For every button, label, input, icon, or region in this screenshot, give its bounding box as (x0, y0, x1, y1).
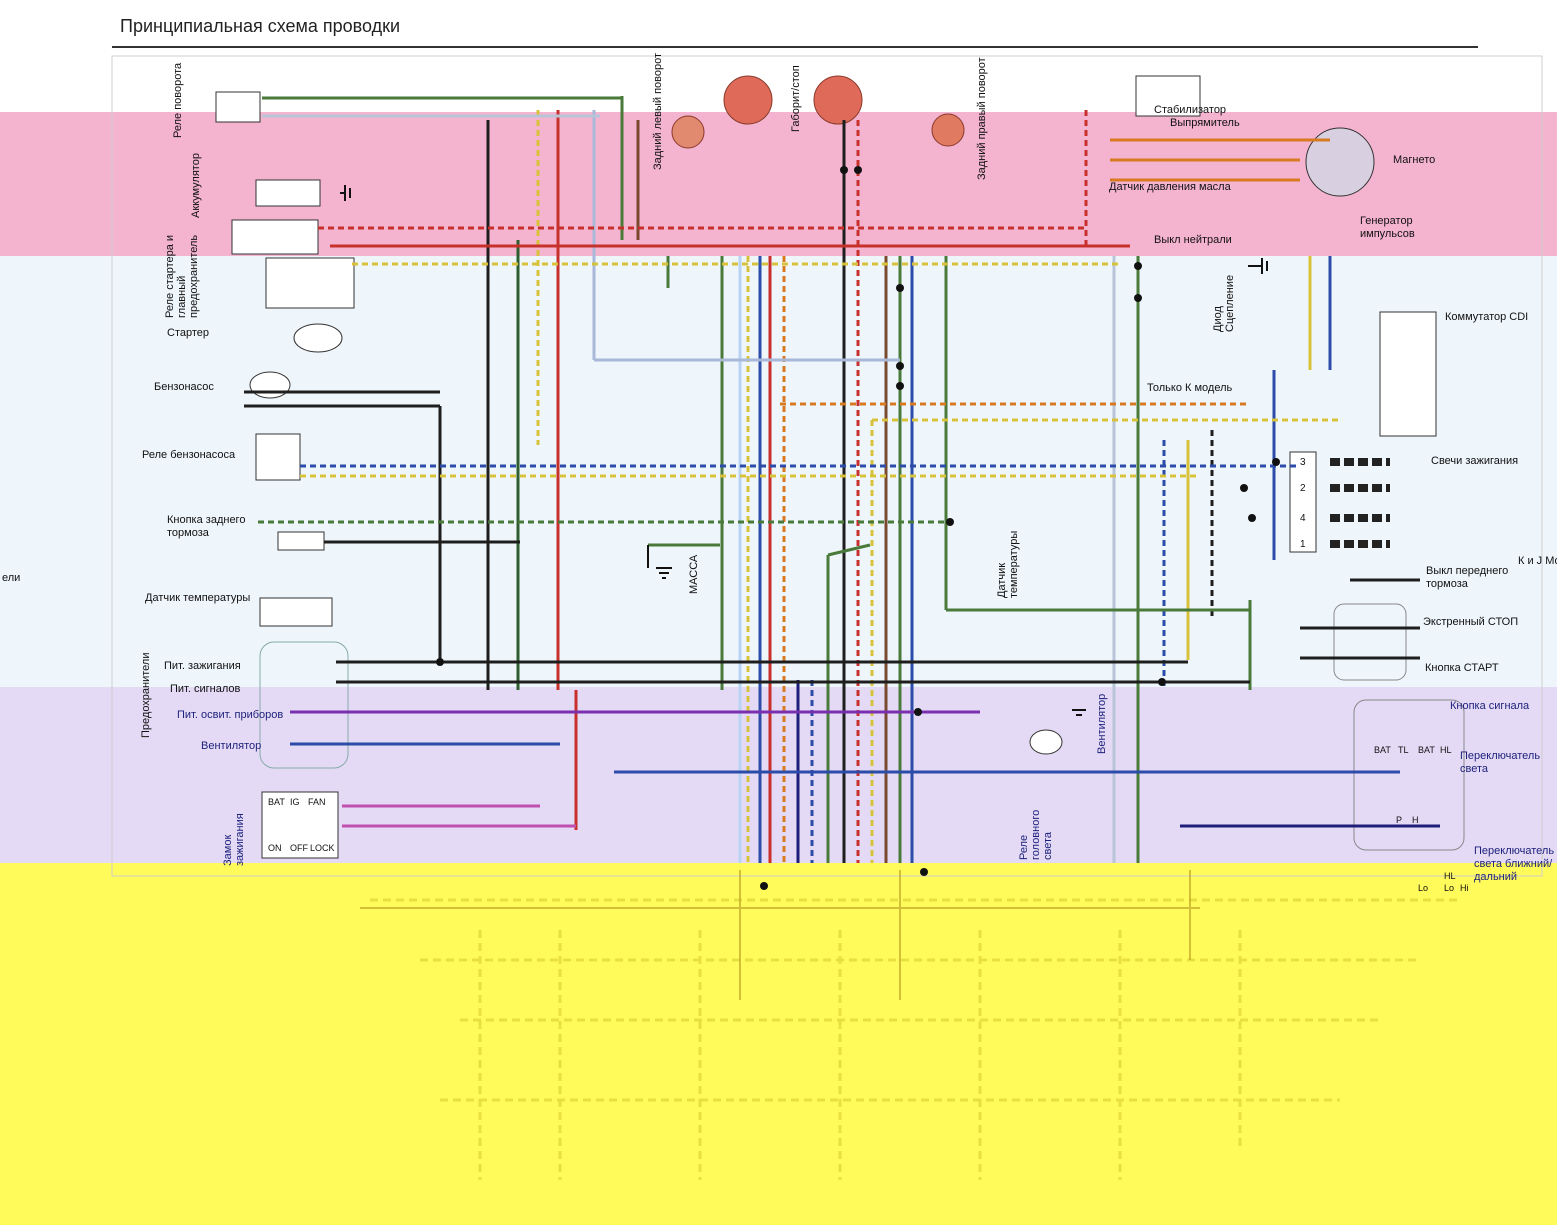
ignition-table-bat: BAT (268, 797, 285, 807)
ignition-table-on: ON (268, 843, 282, 853)
tail-bulb-1-icon (723, 75, 773, 125)
tail-bulb-2-icon (813, 75, 863, 125)
battery-label: Аккумулятор (190, 153, 202, 218)
diagram-frame (111, 55, 1543, 877)
fuel-pump-label: Бензонасос (154, 381, 214, 393)
starter-motor-icon (293, 323, 343, 353)
cdi-unit-icon (1379, 311, 1437, 437)
fan-motor-icon (1029, 729, 1063, 755)
brake-tail-label: Габорит/стоп (790, 65, 802, 132)
fuel-pump-relay-label: Реле бензонасоса (142, 449, 236, 461)
turn-relay-icon (215, 91, 261, 123)
starter-relay-label: Реле стартера и главный предохранитель (164, 234, 200, 318)
front-brake-label: Выкл переднего тормоза (1426, 565, 1509, 590)
fuse-box-icon (259, 641, 349, 769)
ground-label: МАССА (688, 554, 700, 594)
fuses-label: Предохранители (140, 652, 152, 739)
neutral-switch-label: Выкл нейтрали (1154, 234, 1232, 246)
light-switch-label: Переключатель света (1460, 750, 1541, 775)
spark-plug-number-2: 2 (1300, 483, 1306, 494)
rear-left-turn-label: Задний левый поворот (652, 52, 664, 170)
light-table-hl: HL (1440, 745, 1452, 755)
horn-button-label: Кнопка сигнала (1450, 700, 1530, 712)
spark-plugs-label: Свечи зажигания (1431, 455, 1519, 467)
light-table-p: P (1396, 815, 1403, 825)
fuse-lights-label: Пит. освит. приборов (177, 709, 284, 721)
light-switch-box-icon (1353, 699, 1465, 851)
dimmer-table-lo2: Lo (1444, 883, 1455, 893)
light-table-bat1: BAT (1374, 745, 1391, 755)
fan-label: Вентилятор (1096, 693, 1108, 754)
fuse-ignition-label: Пит. зажигания (164, 660, 241, 672)
rectifier-label: Выпрямитель (1170, 117, 1240, 129)
stabilizer-label: Стабилизатор (1154, 104, 1227, 116)
rear-right-turn-bulb-icon (931, 113, 965, 147)
start-button-label: Кнопка СТАРТ (1425, 662, 1499, 674)
page-title: Принципиальная схема проводки (120, 16, 401, 36)
starter-label: Стартер (167, 327, 210, 339)
fuse-fan-label: Вентилятор (201, 740, 262, 752)
headlight-relay-label: Реле головного света (1018, 809, 1054, 860)
rear-brake-switch-icon (277, 531, 325, 551)
fuse-horn-label: Пит. сигналов (170, 683, 241, 695)
light-table-tl: TL (1398, 745, 1409, 755)
title-rule (112, 46, 1478, 48)
temp-sensor-left-label: Датчик температуры (145, 592, 251, 604)
oil-pressure-label: Датчик давления масла (1109, 181, 1231, 193)
fuel-pump-relay-icon (255, 433, 301, 481)
yellow-band (0, 863, 1557, 1225)
k-j-models-label: К и J Модели (1518, 555, 1557, 567)
magneto-label: Магнето (1393, 154, 1436, 166)
rear-left-turn-bulb-icon (671, 115, 705, 149)
emergency-stop-label: Экстренный СТОП (1423, 616, 1519, 628)
light-table-bat2: BAT (1418, 745, 1435, 755)
diode-label: Диод Сцепление (1212, 274, 1236, 332)
ignition-table-fan: FAN (308, 797, 326, 807)
magneto-icon (1305, 127, 1375, 197)
k-model-label: Только К модель (1147, 382, 1233, 394)
pulse-generator-label: Генератор импульсов (1360, 215, 1415, 240)
dimmer-table-hl: HL (1444, 871, 1456, 881)
battery-icon (255, 179, 321, 207)
spark-coil-group-icon (1289, 451, 1317, 553)
dimmer-switch-label: Переключатель света ближний/ дальний (1474, 845, 1555, 883)
left-edge-label: ели (2, 572, 21, 584)
turn-relay-label: Реле поворота (172, 62, 184, 138)
regulator-rectifier-icon (1135, 75, 1201, 117)
cdi-label: Коммутатор CDI (1445, 311, 1529, 323)
spark-plug-number-4: 4 (1300, 513, 1306, 524)
emergency-stop-box-icon (1333, 603, 1407, 681)
temp-sensor-mid-label: Датчик температуры (996, 530, 1020, 598)
dimmer-table-lo1: Lo (1418, 883, 1429, 893)
dimmer-table-hi: Hi (1460, 883, 1469, 893)
ignition-table-lock: LOCK (310, 843, 335, 853)
spark-plug-number-1: 1 (1300, 539, 1306, 550)
ignition-table-ig: IG (290, 797, 300, 807)
temp-sensor-icon (259, 597, 333, 627)
ignition-switch-table-icon (261, 791, 339, 859)
rear-brake-label: Кнопка заднего тормоза (167, 514, 246, 539)
ignition-table-off: OFF (290, 843, 308, 853)
ignition-lock-label: Замок зажигания (222, 813, 246, 866)
main-fuse-icon (231, 219, 319, 255)
spark-plug-number-3: 3 (1300, 457, 1306, 468)
light-table-h: H (1412, 815, 1419, 825)
rear-right-turn-label: Задний правый поворот (976, 57, 988, 180)
fuel-pump-icon (249, 371, 291, 399)
starter-relay-icon (265, 257, 355, 309)
